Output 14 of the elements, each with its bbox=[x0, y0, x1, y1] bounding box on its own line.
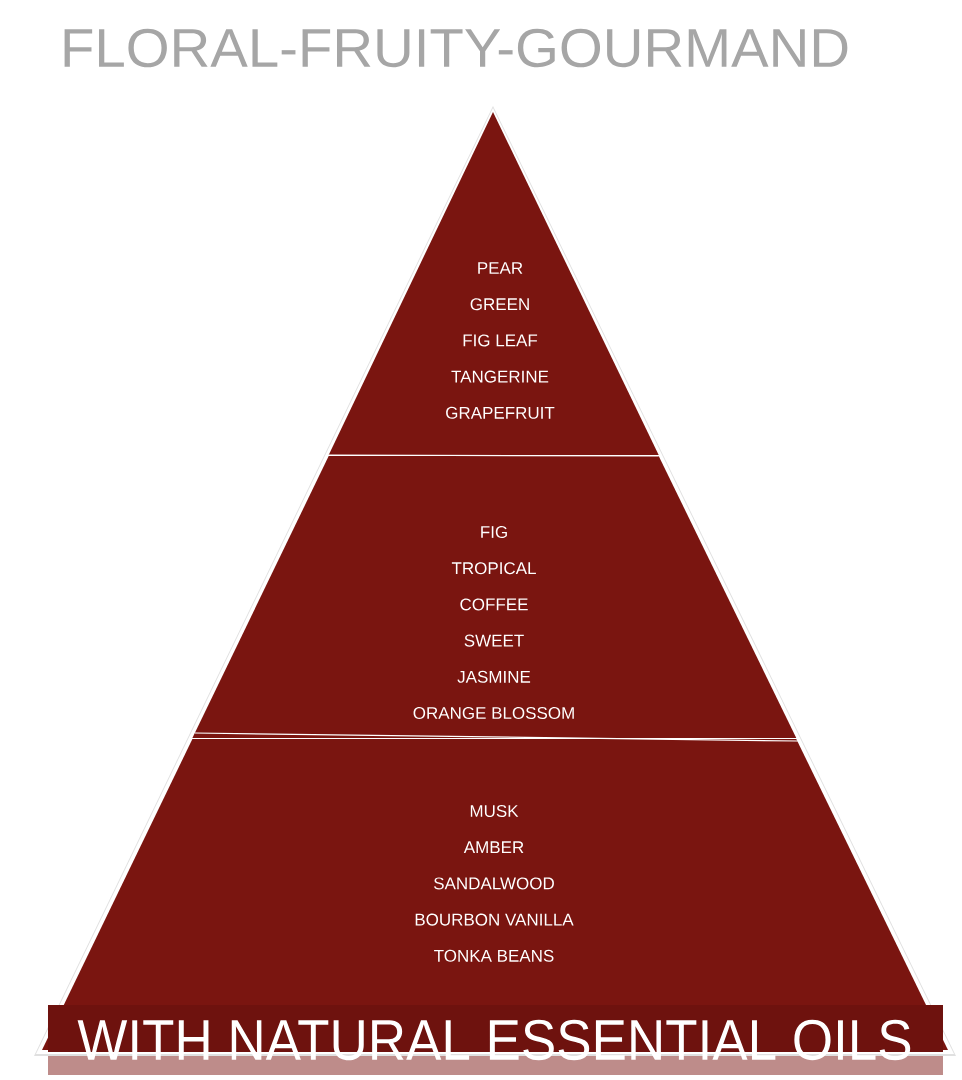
node-label: COFFEE bbox=[460, 598, 528, 611]
pyramid-tier: FIG TROPICAL COFFEE SWEET JASMINE ORANGE BLOSSOM bbox=[192, 456, 797, 738]
node-label: TROPICAL bbox=[451, 562, 536, 575]
node-label: GRAPEFRUIT bbox=[446, 406, 555, 419]
node-label: GREEN bbox=[470, 298, 529, 311]
node-label: JASMINE bbox=[457, 670, 531, 683]
node-label: SWEET bbox=[464, 634, 524, 647]
title: FLORAL-FRUITY-GOURMAND bbox=[64, 28, 848, 68]
node-label: PEAR bbox=[478, 262, 523, 274]
node-label: ORANGE BLOSSOM bbox=[413, 706, 574, 720]
pyramid-tier: PEAR GREEN FIG LEAF TANGERINE GRAPEFRUIT bbox=[328, 112, 659, 455]
node-label: TANGERINE bbox=[451, 370, 549, 383]
node-label: FIG bbox=[481, 525, 507, 539]
node-label: FIG LEAF bbox=[463, 334, 538, 347]
